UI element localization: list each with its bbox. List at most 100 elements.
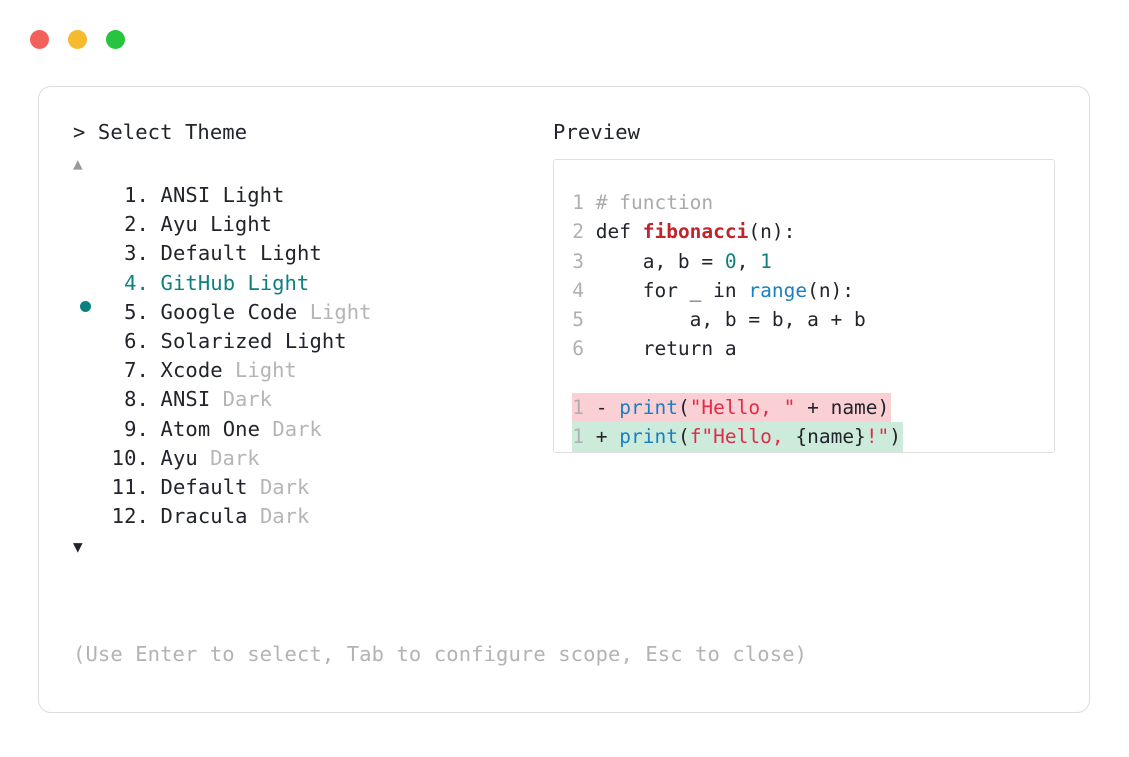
scroll-up-icon[interactable]: ▲ [73,154,83,173]
theme-item-variant: Light [210,183,285,207]
code-gutter-space [584,279,596,302]
code-line-number: 5 [572,308,584,332]
theme-list-item[interactable]: 9. Atom One Dark [73,415,553,444]
theme-list-item[interactable]: 6. Solarized Light [73,327,553,356]
code-line: 5 a, b = b, a + b [572,305,1054,334]
code-token: ( [677,396,690,420]
theme-item-name: Ayu [160,212,198,237]
theme-item-variant: Dark [210,387,272,412]
theme-item-number: 9. [111,416,149,441]
code-token: a, b = b, a + b [595,308,866,332]
theme-item-variant: Dark [247,474,310,499]
theme-list-item[interactable]: 4.GitHub Light [73,269,553,312]
theme-item-name: Solarized [160,328,273,353]
theme-list-item[interactable]: 1. ANSI Light [73,181,553,210]
theme-item-number: 12. [111,504,149,529]
theme-item-name: Default [160,474,248,499]
code-line: 4 for _ in range(n): [572,276,1054,305]
code-token: "Hello, " [689,396,796,420]
code-token: !" [865,425,890,449]
keyboard-hint: (Use Enter to select, Tab to configure s… [73,642,808,666]
code-line-number: 2 [572,220,584,244]
code-token: def [595,220,643,244]
code-gutter-space [584,191,596,214]
theme-picker-body: > Select Theme ▲ 1.ANSI Light 2.Ayu Ligh… [39,87,1089,712]
code-gutter-space [584,337,596,360]
diff-line-number: 1 [572,396,584,420]
code-gutter-space [584,308,596,331]
theme-item-name: Xcode [160,358,223,383]
code-token: print [619,396,678,420]
theme-item-variant: Light [247,241,322,266]
code-token: a, b = [595,249,725,273]
theme-list-item[interactable]: 12. Dracula Dark [73,502,553,531]
theme-item-number: 4. [111,270,149,295]
traffic-light-group [30,29,125,49]
minimize-window-icon[interactable] [68,29,87,49]
theme-item-variant: Dark [197,445,260,470]
theme-item-number: 6. [111,328,149,353]
theme-list-item[interactable]: 5. Google Code Light [73,298,553,327]
code-gutter-space [584,250,596,273]
theme-item-name: ANSI [160,183,211,207]
theme-item-number: 3. [111,241,149,266]
code-token: (n): [807,278,855,302]
theme-item-variant: Light [297,299,372,324]
code-token: + name) [795,396,890,420]
code-token: (n): [748,220,796,244]
window-titlebar [0,0,1129,78]
theme-item-name: Ayu [160,445,198,470]
theme-item-name: Default [160,241,248,266]
diff-sign: - [584,396,620,420]
theme-item-variant: Light [272,328,347,353]
theme-picker-card: > Select Theme ▲ 1.ANSI Light 2.Ayu Ligh… [38,86,1090,713]
theme-item-name: Atom One [160,416,261,441]
theme-item-variant: Light [222,358,297,383]
theme-list-item[interactable]: 11. Default Dark [73,473,553,502]
theme-item-number: 8. [111,387,149,412]
code-line: 3 a, b = 0, 1 [572,247,1054,276]
theme-item-name: Google Code [160,299,298,324]
code-token: ( [677,425,690,449]
code-token: fibonacci [642,220,749,244]
theme-select-column: > Select Theme ▲ 1.ANSI Light 2.Ayu Ligh… [73,117,553,558]
theme-item-number: 11. [111,474,149,499]
code-line-number: 3 [572,249,584,273]
maximize-window-icon[interactable] [106,29,125,49]
code-token: {name} [795,425,866,449]
theme-list-item[interactable]: 8.ANSI Dark [73,385,553,414]
close-window-icon[interactable] [30,29,49,49]
preview-title: Preview [553,120,641,144]
theme-item-variant: Light [197,212,272,237]
code-token: return a [595,337,737,361]
code-line-number: 4 [572,278,584,302]
theme-item-name: Dracula [160,504,248,529]
code-token: , [736,249,761,273]
diff-row: 1 + print(f"Hello, {name}!") [572,422,1054,452]
theme-list: 1. ANSI Light 2.Ayu Light 3. Default Light… [73,181,553,531]
theme-item-name: GitHub [160,270,236,295]
theme-item-number: 1. [111,183,149,207]
scroll-down-icon[interactable]: ▼ [73,537,83,557]
diff-line-number: 1 [572,425,584,449]
code-line: 6 return a [572,334,1054,363]
theme-item-number: 5. [111,299,149,324]
theme-list-item[interactable]: 2.Ayu Light [73,210,553,239]
code-token: f"Hello, [689,425,796,449]
theme-item-variant: Dark [247,504,310,529]
picker-columns: > Select Theme ▲ 1.ANSI Light 2.Ayu Ligh… [73,117,1055,558]
theme-list-item[interactable]: 7.Xcode Light [73,356,553,385]
code-gutter-space [584,220,596,243]
theme-list-item[interactable]: 3. Default Light [73,239,553,268]
theme-list-item[interactable]: 10.Ayu Dark [73,444,553,473]
code-line-number: 6 [572,337,584,361]
code-line-number: 1 [572,191,584,214]
diff-added-line: 1 + print(f"Hello, {name}!") [572,422,904,452]
code-token: 1 [760,249,772,273]
code-token: range [748,278,808,302]
code-token: # function [595,191,714,214]
theme-item-variant: Dark [260,416,322,441]
